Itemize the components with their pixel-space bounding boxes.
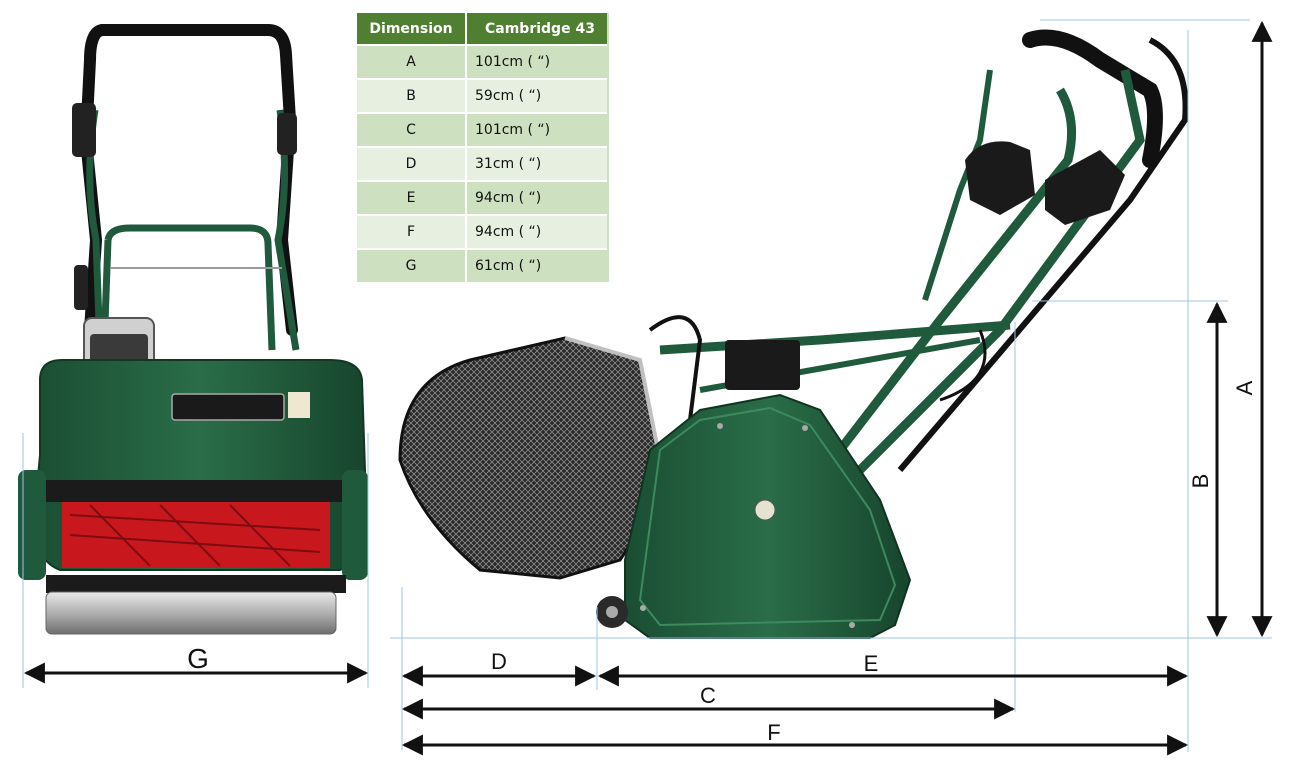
- table-row: C 101cm ( “): [357, 112, 609, 147]
- table-row: B 59cm ( “): [357, 78, 609, 113]
- dimension-arrows: [23, 20, 1273, 756]
- table-header-model: Cambridge 43: [466, 13, 609, 45]
- table-row: E 94cm ( “): [357, 180, 609, 215]
- table-cell-value: 59cm ( “): [466, 78, 609, 113]
- table-cell-key: G: [357, 248, 467, 282]
- mower-front-view: [18, 24, 368, 635]
- dimension-label-c: C: [700, 683, 716, 708]
- table-row: F 94cm ( “): [357, 214, 609, 249]
- dimensions-table: Dimension Cambridge 43 A 101cm ( “) B 59…: [357, 13, 609, 282]
- table-row: G 61cm ( “): [357, 248, 609, 282]
- table-cell-value: 61cm ( “): [466, 248, 609, 282]
- table-cell-key: A: [357, 44, 467, 79]
- dimension-label-g: G: [187, 643, 209, 674]
- table-cell-key: F: [357, 214, 467, 249]
- dimension-label-e: E: [864, 651, 879, 676]
- table-header-dimension: Dimension: [357, 13, 467, 45]
- guide-lines: [22, 19, 1272, 752]
- dimension-label-b: B: [1188, 474, 1213, 489]
- table-header-row: Dimension Cambridge 43: [357, 13, 609, 45]
- dimension-label-f: F: [767, 720, 780, 745]
- table-row: A 101cm ( “): [357, 44, 609, 79]
- table-cell-key: C: [357, 112, 467, 147]
- table-cell-value: 101cm ( “): [466, 44, 609, 79]
- table-row: D 31cm ( “): [357, 146, 609, 181]
- dimension-label-d: D: [491, 649, 507, 674]
- table-cell-key: B: [357, 78, 467, 113]
- table-cell-value: 94cm ( “): [466, 180, 609, 215]
- dimension-label-a: A: [1232, 380, 1257, 395]
- table-cell-value: 101cm ( “): [466, 112, 609, 147]
- table-cell-value: 31cm ( “): [466, 146, 609, 181]
- table-cell-key: D: [357, 146, 467, 181]
- table-cell-value: 94cm ( “): [466, 214, 609, 249]
- mower-side-view: [398, 29, 1189, 639]
- table-cell-key: E: [357, 180, 467, 215]
